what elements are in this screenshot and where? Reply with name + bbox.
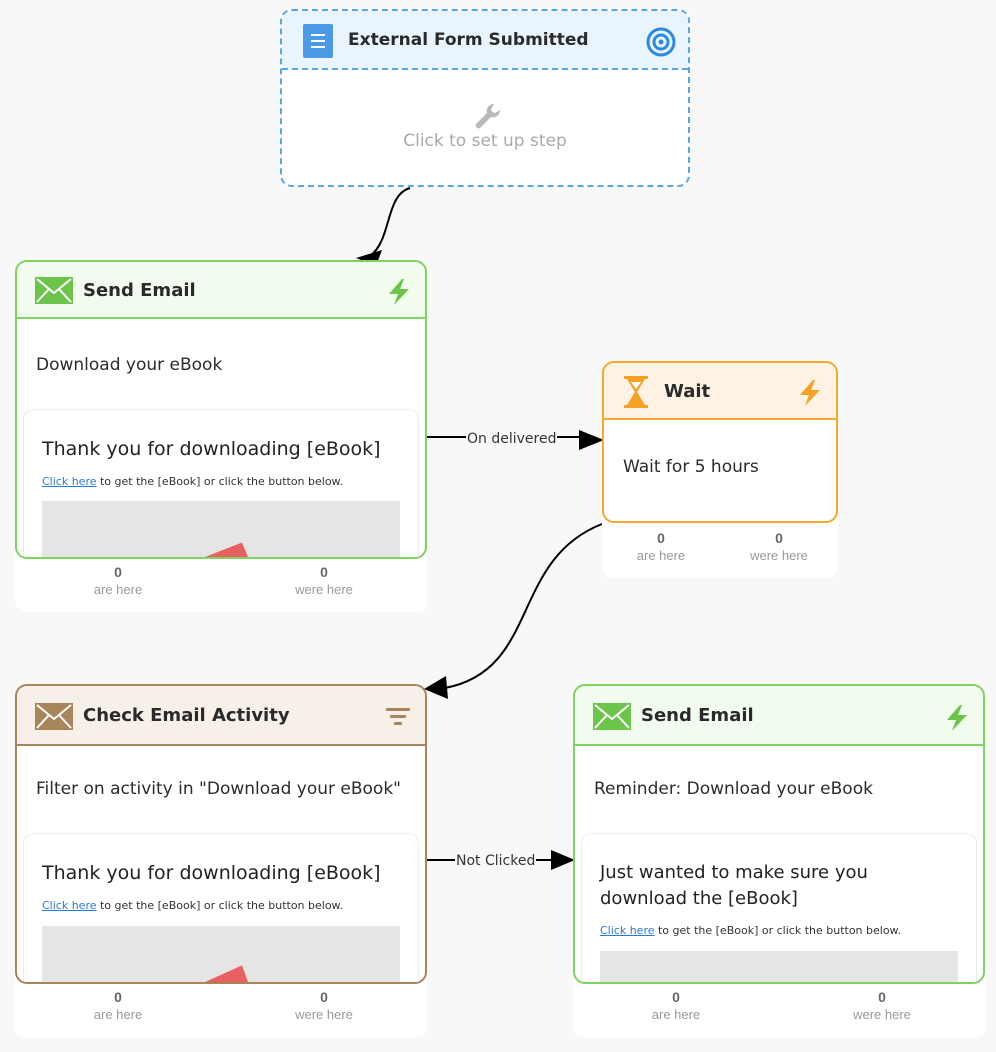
stat-are-here: 0 are here [93,564,143,597]
preview-link[interactable]: Click here [42,475,97,488]
stat-were-here: 0 were here [295,564,353,597]
wait-node[interactable]: 0 are here 0 were here Wait [602,361,838,578]
wrench-icon [472,101,502,136]
preview-link[interactable]: Click here [42,899,97,912]
lightning-icon [385,278,413,311]
node-stats: 0 are here 0 were here [15,977,427,1037]
hourglass-icon [624,376,648,413]
preview-link[interactable]: Click here [600,924,655,937]
stat-are-here: 0 are here [93,989,143,1022]
stat-are-here: 0 are here [651,989,701,1022]
node-header: Check Email Activity [17,686,425,746]
connector-arrowhead [551,850,575,870]
send-email-card[interactable]: Send Email Download your eBook Thank you… [15,260,427,559]
node-header: Wait [604,363,836,420]
edge-label-not-clicked: Not Clicked [455,853,537,869]
node-stats: 0 are here 0 were here [15,552,427,612]
filter-description: Filter on activity in "Download your eBo… [36,779,401,799]
trigger-header: External Form Submitted [282,11,688,70]
email-preview: Just wanted to make sure you download th… [581,833,977,982]
trigger-node[interactable]: External Form Submitted Click to set up … [280,9,690,187]
connector-trigger-to-email [369,187,411,257]
connector-arrowhead [579,430,604,450]
envelope-icon [593,703,631,735]
envelope-icon [35,703,73,735]
stat-were-here: 0 were here [853,989,911,1022]
preview-heading: Just wanted to make sure you download th… [600,862,868,909]
preview-image [42,501,400,557]
preview-line: Click here to get the [eBook] or click t… [600,924,902,937]
wait-card[interactable]: Wait Wait for 5 hours [602,361,838,523]
email-preview: Thank you for downloading [eBook] Click … [23,409,419,557]
document-icon [303,24,333,63]
node-title: Send Email [83,280,196,301]
email-subject: Download your eBook [36,355,223,375]
node-header: Send Email [575,686,983,746]
stat-are-here: 0 are here [636,530,686,563]
node-title: Wait [664,381,711,402]
stat-were-here: 0 were here [295,989,353,1022]
filter-icon [385,706,411,735]
envelope-icon [35,277,73,309]
send-email-card[interactable]: Send Email Reminder: Download your eBook… [573,684,985,984]
connector-wait-to-check [444,523,603,689]
node-title: Send Email [641,705,754,726]
email-subject: Reminder: Download your eBook [594,779,873,799]
lightning-icon [943,704,971,737]
preview-heading: Thank you for downloading [eBook] [42,438,381,460]
check-email-activity-card[interactable]: Check Email Activity Filter on activity … [15,684,427,984]
node-header: Send Email [17,262,425,319]
wait-duration: Wait for 5 hours [623,457,759,477]
lightning-icon [796,379,824,412]
preview-image [600,951,958,982]
target-icon[interactable] [646,27,676,62]
send-email-node-1[interactable]: 0 are here 0 were here Send Email [15,260,427,612]
setup-step-text[interactable]: Click to set up step [403,131,567,151]
preview-heading: Thank you for downloading [eBook] [42,862,381,884]
node-title: Check Email Activity [83,705,290,726]
edge-label-on-delivered: On delivered [466,431,558,447]
send-email-node-2[interactable]: 0 are here 0 were here Send Email [573,684,985,1037]
preview-line: Click here to get the [eBook] or click t… [42,475,344,488]
check-email-activity-node[interactable]: 0 are here 0 were here Check Email Activ… [15,684,427,1037]
preview-line: Click here to get the [eBook] or click t… [42,899,344,912]
trigger-title: External Form Submitted [348,30,589,50]
preview-image [42,926,400,982]
node-stats: 0 are here 0 were here [602,518,838,578]
stat-were-here: 0 were here [750,530,808,563]
email-preview: Thank you for downloading [eBook] Click … [23,833,419,982]
connector-arrowhead [424,676,448,699]
node-stats: 0 are here 0 were here [573,977,985,1037]
